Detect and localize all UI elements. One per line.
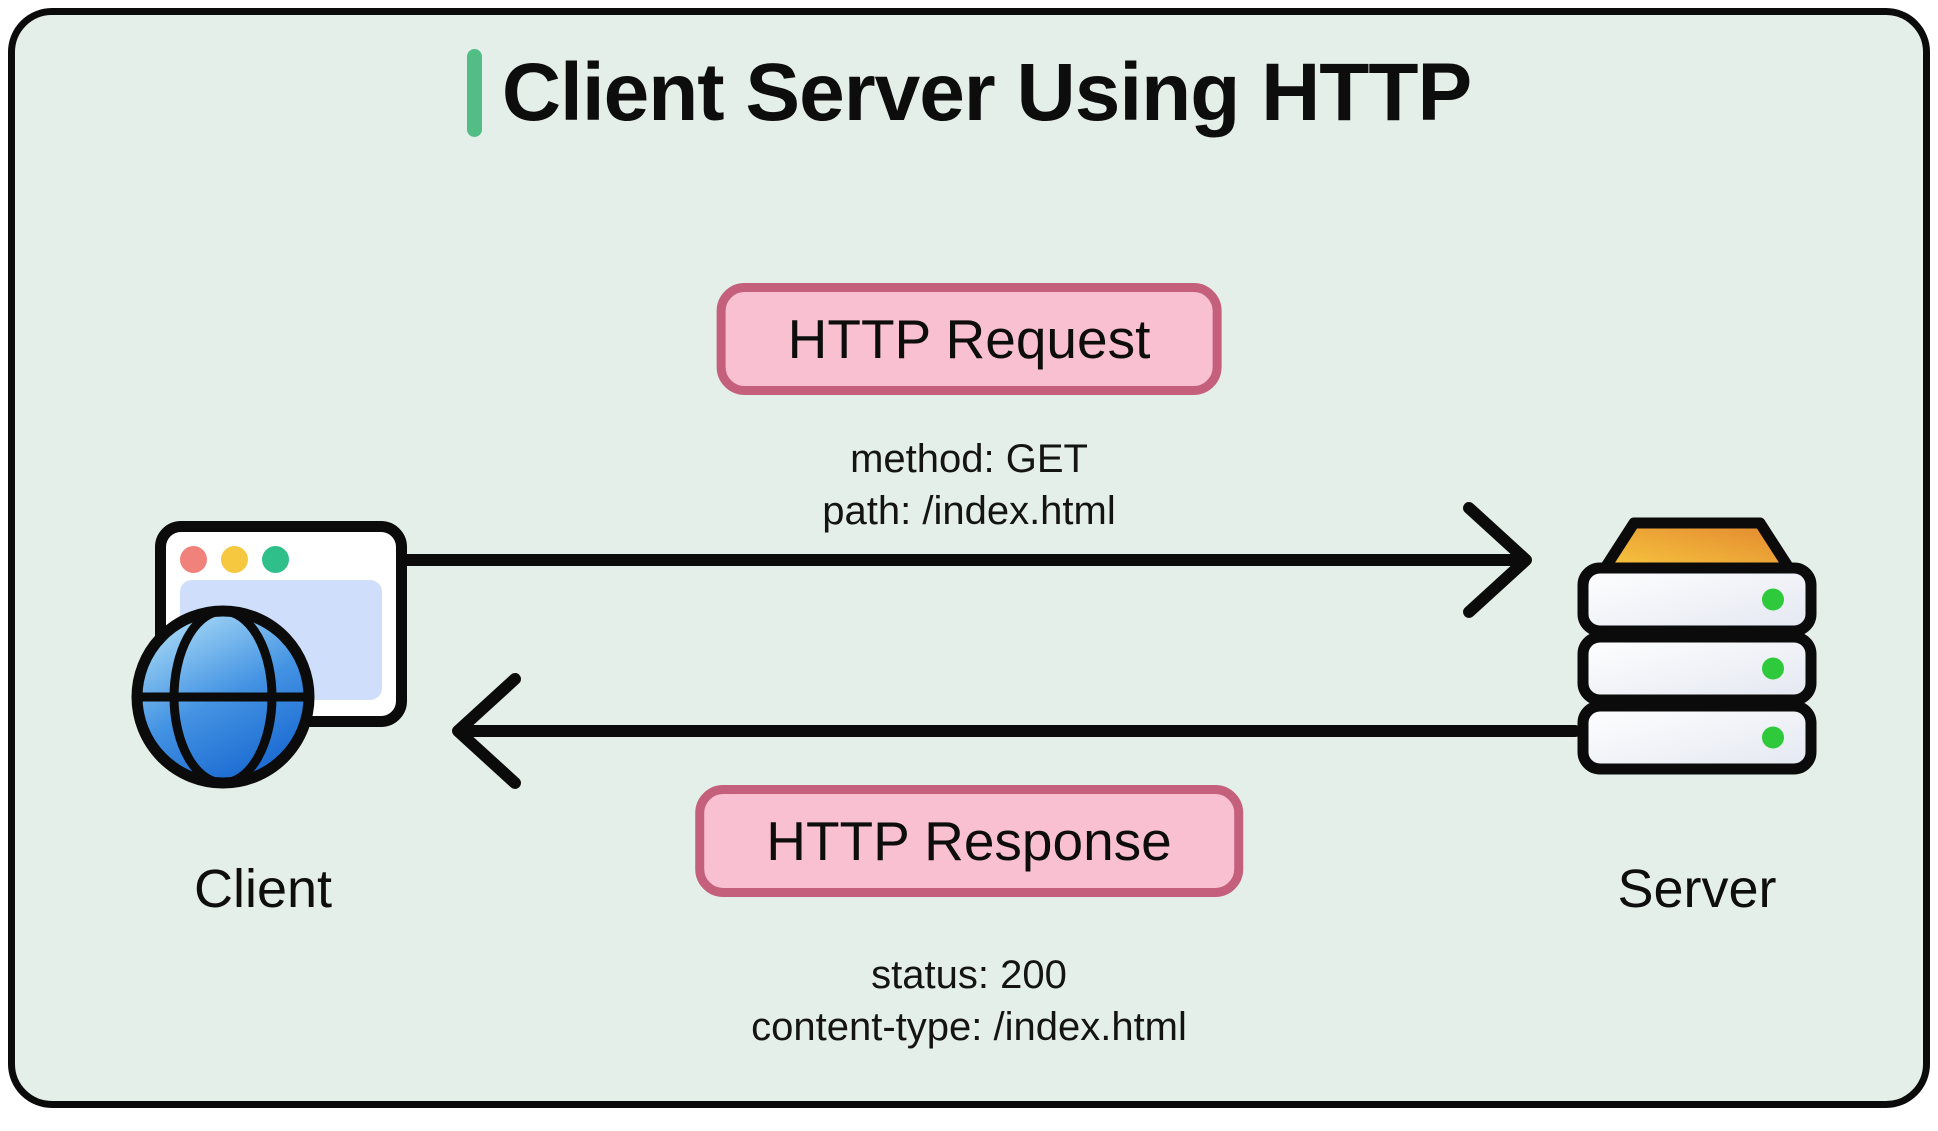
response-content-type-line: content-type: /index.html [751,1005,1187,1049]
globe-icon [131,605,315,789]
request-meta: method: GET path: /index.html [822,433,1116,537]
request-path-line: path: /index.html [822,489,1116,533]
request-method-line: method: GET [850,437,1088,481]
window-dot-yellow-icon [221,546,248,573]
client-label: Client [193,859,333,919]
title-accent-bar [466,49,482,137]
response-meta: status: 200 content-type: /index.html [751,949,1187,1053]
page-title-row: Client Server Using HTTP [15,49,1923,137]
window-controls [180,546,289,573]
window-dot-green-icon [262,546,289,573]
http-response-badge: HTTP Response [695,785,1243,897]
window-dot-red-icon [180,546,207,573]
server-label: Server [1617,859,1777,919]
server-stack-icon [1577,517,1817,775]
server-led-icons [1762,588,1784,749]
server-top-icon [1599,517,1795,574]
response-status-line: status: 200 [871,953,1067,997]
diagram-card: Client Server Using HTTP HTTP Request me… [8,8,1930,1108]
response-arrow-left-icon [452,673,1581,789]
http-request-badge: HTTP Request [716,283,1222,395]
page-title: Client Server Using HTTP [501,46,1472,138]
